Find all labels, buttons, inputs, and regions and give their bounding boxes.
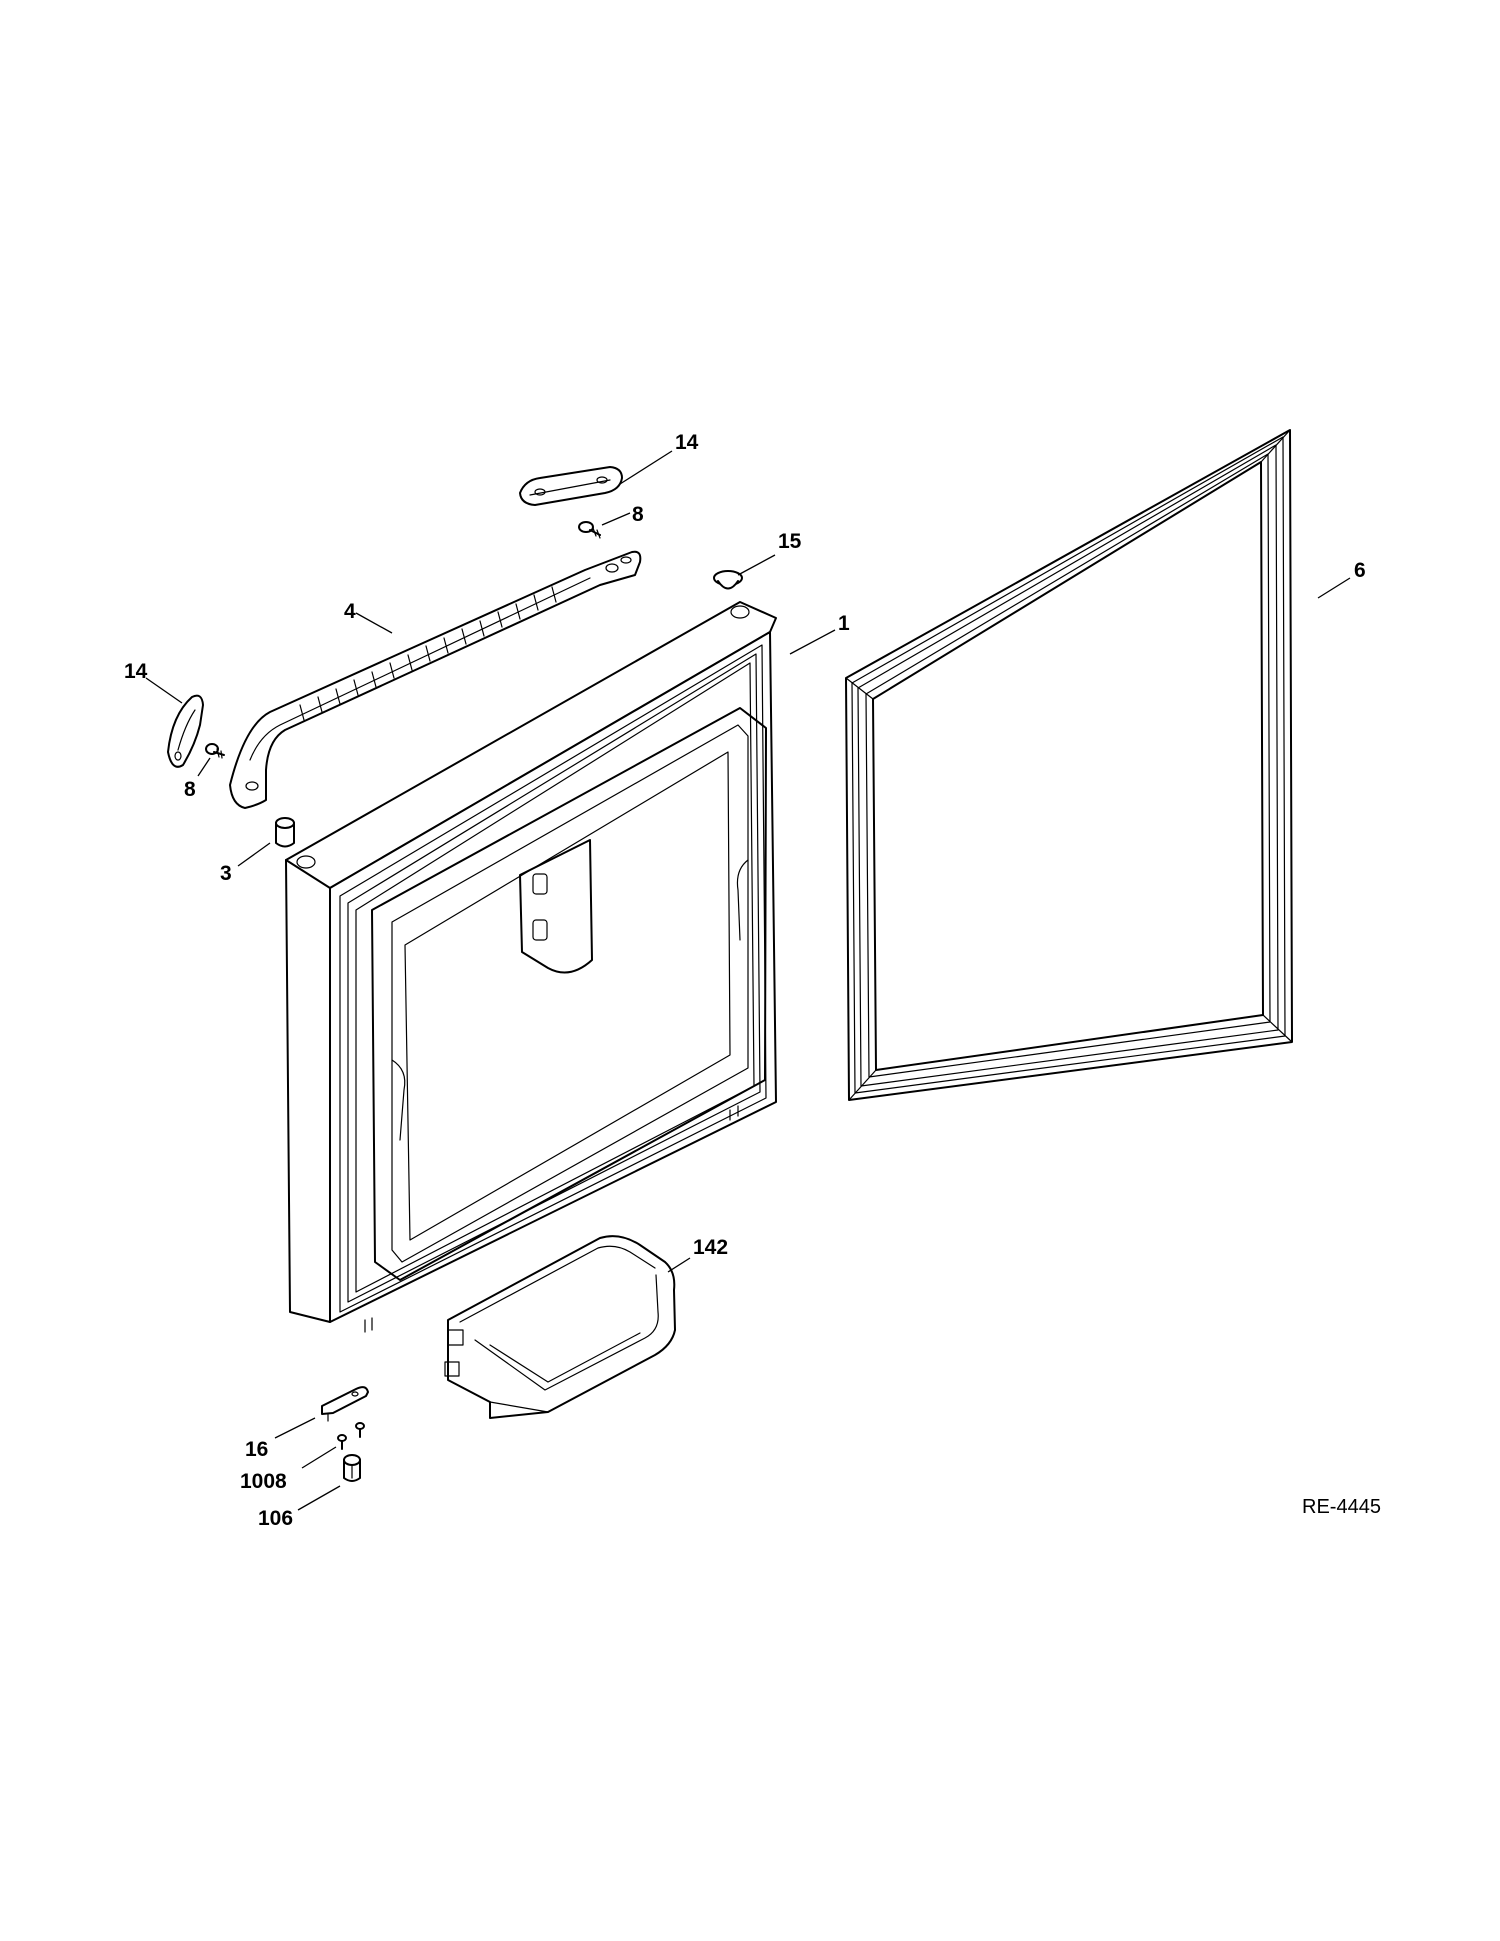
callout-16: 16 — [245, 1438, 268, 1461]
callout-106: 106 — [258, 1507, 293, 1530]
hinge-bracket-part — [321, 1386, 369, 1422]
handle-end-cap-top-part — [519, 466, 623, 506]
callout-8-left: 8 — [184, 778, 196, 801]
callout-4: 4 — [344, 600, 356, 623]
door-bin-part — [444, 1235, 676, 1419]
door-handle-part — [229, 550, 642, 809]
callout-142: 142 — [693, 1236, 728, 1259]
callout-15: 15 — [778, 530, 802, 553]
hinge-plug-part — [713, 570, 743, 590]
callout-labels: 14 8 15 6 4 1 14 8 3 142 16 1008 106 RE-… — [124, 431, 1381, 1530]
callout-3: 3 — [220, 862, 232, 885]
hinge-pin-cap-part — [343, 1454, 361, 1482]
hinge-screws-part — [337, 1422, 365, 1450]
door-assembly-part — [285, 601, 777, 1333]
callout-1008: 1008 — [240, 1470, 287, 1493]
diagram-reference-code: RE-4445 — [1302, 1496, 1381, 1518]
door-gasket-part — [845, 429, 1293, 1101]
callout-14-top: 14 — [675, 431, 699, 454]
callout-14-left: 14 — [124, 660, 148, 683]
callout-leader-lines — [145, 450, 1351, 1511]
handle-end-cap-left-part — [167, 694, 204, 768]
handle-screw-top-part — [578, 521, 601, 539]
handle-screw-left-part — [205, 743, 225, 759]
hinge-bushing-part — [275, 817, 295, 848]
callout-6: 6 — [1354, 559, 1366, 582]
callout-1: 1 — [838, 612, 850, 635]
callout-8-top: 8 — [632, 503, 644, 526]
